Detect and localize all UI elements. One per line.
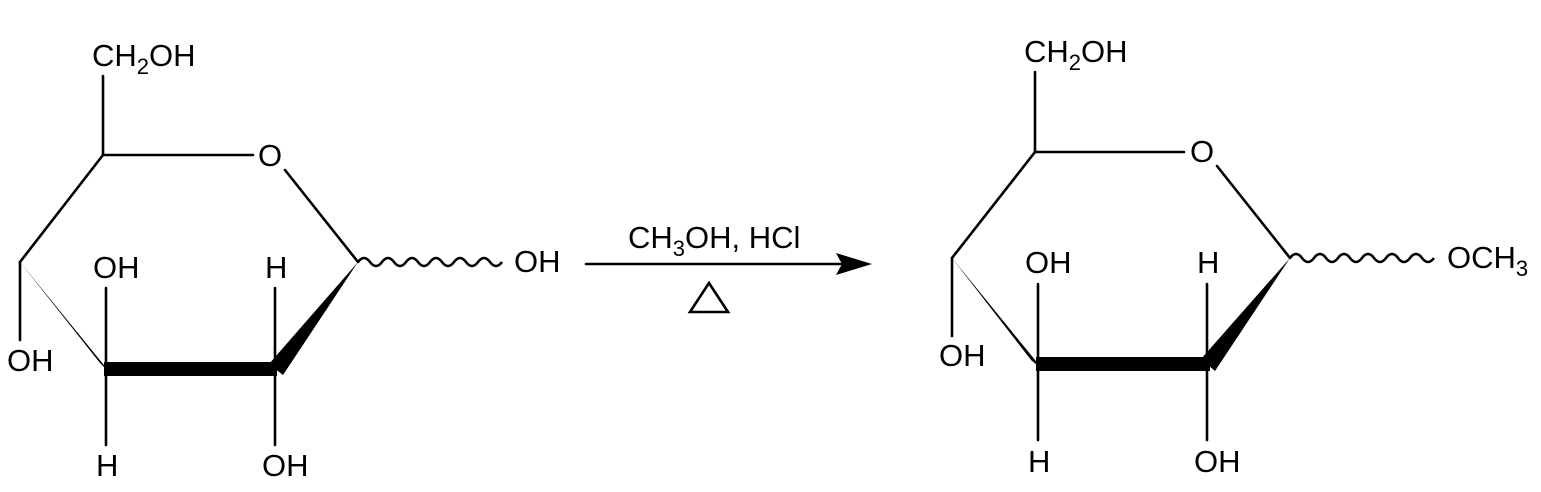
reagent-label: CH3OH, HCl <box>628 220 800 261</box>
product-c3-up-oh-label: OH <box>1025 245 1072 280</box>
reactant-c5-c4-bond <box>18 153 105 264</box>
product-c2-down-oh-label: OH <box>1194 444 1241 479</box>
reactant-ch2oh-label: CH2OH <box>92 38 196 79</box>
product-ch2oh-label: CH2OH <box>1024 34 1128 75</box>
product-c5-c4-bond <box>950 150 1037 260</box>
reactant-c3-down-h-label: H <box>96 448 118 483</box>
reactant-o-c1-bond <box>283 168 360 264</box>
product-o-c1-bond <box>1215 164 1292 260</box>
product-c2-c1-wedge <box>1201 258 1290 371</box>
product-ring-oxygen-label: O <box>1190 134 1214 169</box>
product-c3-down-h-label: H <box>1028 444 1050 479</box>
reactant-c2-c1-wedge <box>269 262 358 375</box>
reactant-c4-oh-label: OH <box>7 343 54 378</box>
reaction-arrow-head <box>836 253 872 275</box>
reaction-arrow-group: CH3OH, HCl <box>584 220 872 314</box>
heat-triangle-icon <box>687 280 731 314</box>
reactant-molecule: CH2OH O OH OH H OH H OH <box>7 38 561 483</box>
reactant-c2-down-oh-label: OH <box>262 448 309 483</box>
reactant-c1-oh-label: OH <box>514 244 561 279</box>
reactant-anomeric-wavy-bond <box>356 256 504 268</box>
reactant-c2-up-h-label: H <box>265 250 287 285</box>
product-c2-up-h-label: H <box>1197 245 1219 280</box>
reactant-c4-c3-wedge <box>20 262 112 375</box>
reactant-c3-up-oh-label: OH <box>93 250 140 285</box>
product-molecule: CH2OH O OCH3 OH H OH H OH <box>939 34 1528 479</box>
product-och3-label: OCH3 <box>1447 240 1528 281</box>
product-anomeric-wavy-bond <box>1288 252 1436 264</box>
product-c4-c3-wedge <box>952 258 1044 371</box>
reactant-ring-oxygen-label: O <box>258 138 282 173</box>
product-c4-oh-label: OH <box>939 338 986 373</box>
